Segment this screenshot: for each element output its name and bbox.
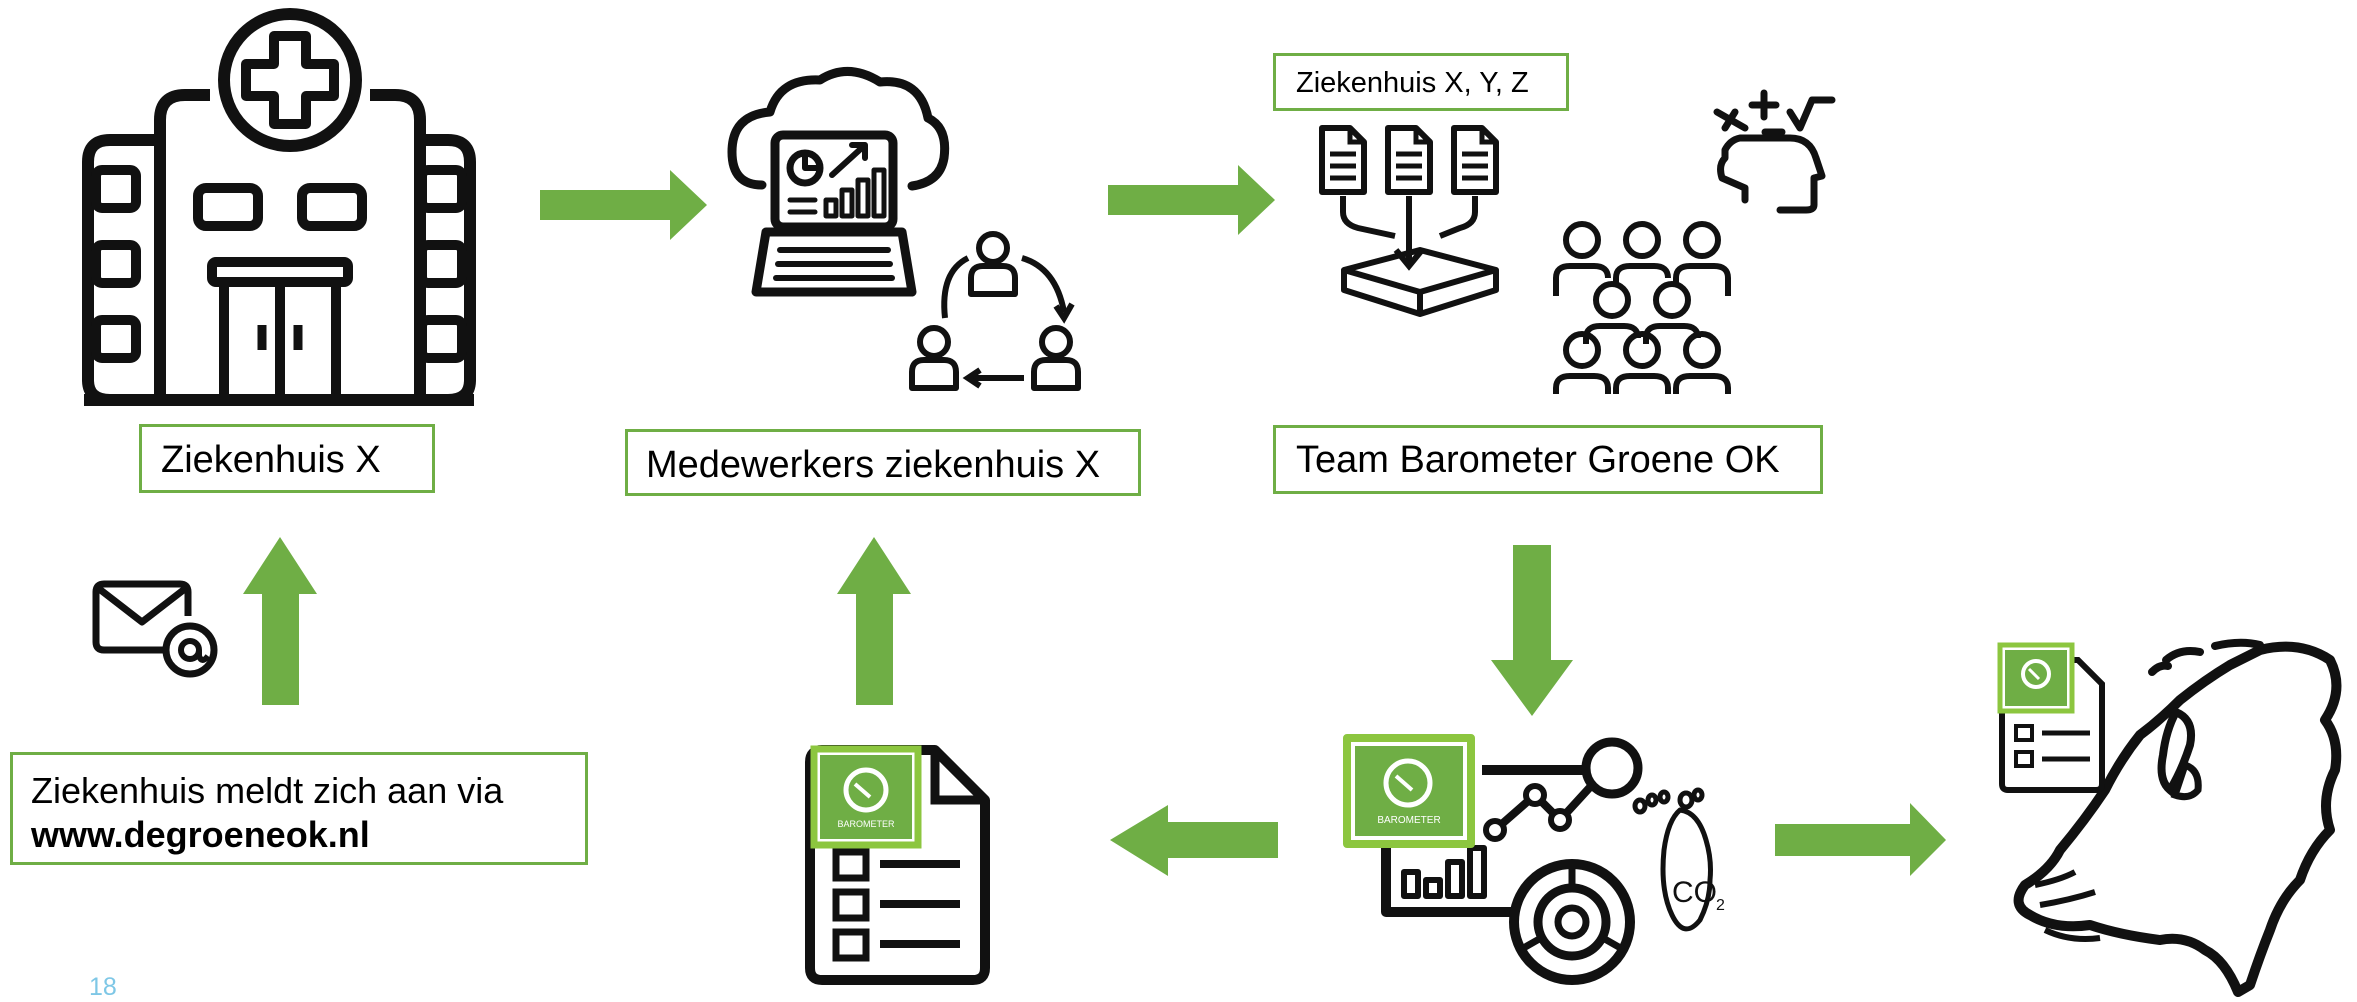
barometer-badge: BAROMETER [810,745,922,849]
label-hospital-x-text: Ziekenhuis X [161,439,381,481]
label-hospital-staff: Medewerkers ziekenhuis X [625,429,1141,496]
arrow-up-1 [243,537,317,705]
label-signup: Ziekenhuis meldt zich aan via www.degroe… [10,752,588,865]
label-team-barometer-text: Team Barometer Groene OK [1296,439,1780,481]
badge-text: BAROMETER [1377,815,1440,826]
cloud-laptop-analytics-icon [727,67,950,297]
barometer-badge: BAROMETER [1343,734,1475,848]
arrow-right-3 [1775,803,1946,876]
arrow-left [1110,805,1278,876]
arrow-up-2 [837,537,911,705]
signup-website-link[interactable]: www.degroeneok.nl [31,814,370,855]
svg-text:2: 2 [1716,897,1725,914]
barometer-report-icon: BAROMETER [805,745,990,985]
svg-text:CO: CO [1672,876,1717,909]
arrow-right-2 [1108,165,1275,235]
badge-text: BAROMETER [837,819,895,829]
co2-dashboard-icon: BAROMETER [1343,734,1643,985]
label-hospital-staff-text: Medewerkers ziekenhuis X [646,444,1101,486]
signup-text: Ziekenhuis meldt zich aan via [31,770,504,811]
label-hospitals-xyz: Ziekenhuis X, Y, Z [1273,53,1569,111]
documents-to-database-icon [1322,128,1499,317]
netherlands-map-icon [1997,638,2342,997]
group-of-people-icon [1553,221,1731,394]
calculation-head-icon [1713,89,1836,214]
page-number: 18 [89,973,117,1001]
barometer-report-mini [1997,642,2105,793]
arrow-right-1 [540,170,707,240]
hospital-icon [82,8,476,406]
team-cycle-icon [912,234,1078,388]
email-icon [92,580,218,678]
co2-footprint-icon: CO 2 [1632,787,1725,932]
arrow-down [1491,545,1573,716]
label-hospitals-xyz-text: Ziekenhuis X, Y, Z [1296,67,1529,99]
label-hospital-x: Ziekenhuis X [139,424,435,493]
label-team-barometer: Team Barometer Groene OK [1273,425,1823,494]
